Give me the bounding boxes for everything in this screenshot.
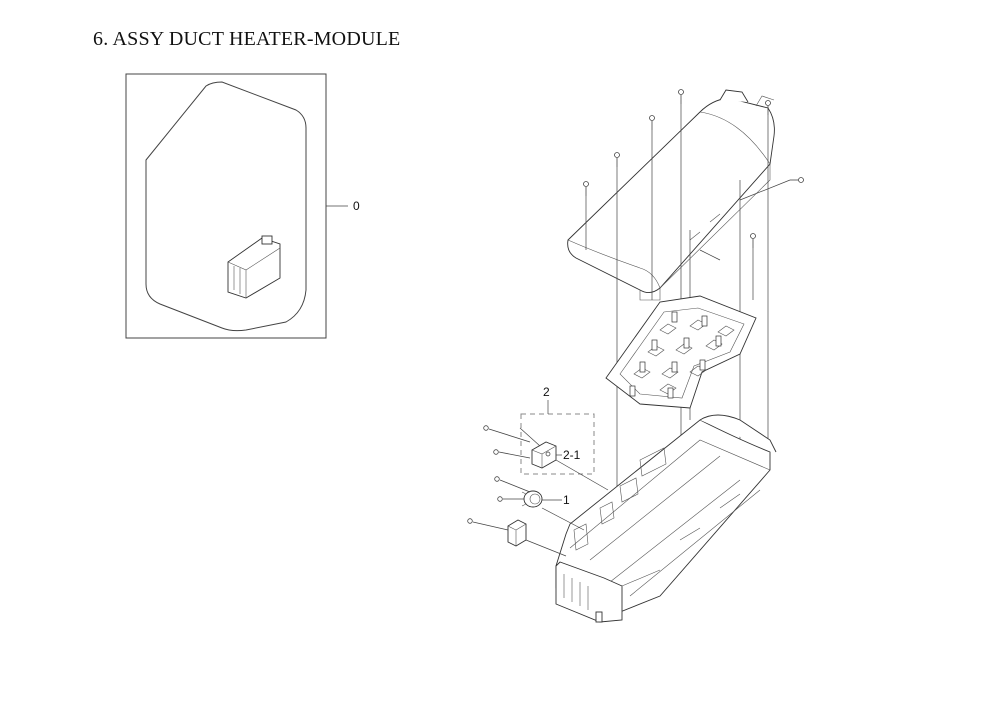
part-2-1-clip bbox=[531, 441, 557, 469]
screw-set-left bbox=[467, 425, 531, 531]
callout-0: 0 bbox=[353, 199, 360, 213]
screw-set-top bbox=[583, 89, 804, 248]
page-title: 6. ASSY DUCT HEATER-MODULE bbox=[93, 28, 401, 50]
front-bracket-panel bbox=[555, 561, 661, 623]
heater-plate bbox=[605, 295, 757, 409]
duct-housing-lower bbox=[555, 414, 777, 613]
callout-1: 1 bbox=[563, 493, 570, 507]
assembly-overview-panel bbox=[125, 73, 348, 339]
callout-2-1: 2-1 bbox=[563, 448, 581, 462]
duct-cover-top bbox=[567, 89, 775, 301]
callout-2: 2 bbox=[543, 385, 550, 399]
assembly-guide-lines-lower bbox=[519, 427, 609, 557]
part-1-thermostat bbox=[521, 490, 543, 508]
sensor-bracket bbox=[507, 519, 527, 547]
heater-module-thumbnail bbox=[227, 235, 281, 299]
group-2-boundary bbox=[520, 413, 595, 475]
